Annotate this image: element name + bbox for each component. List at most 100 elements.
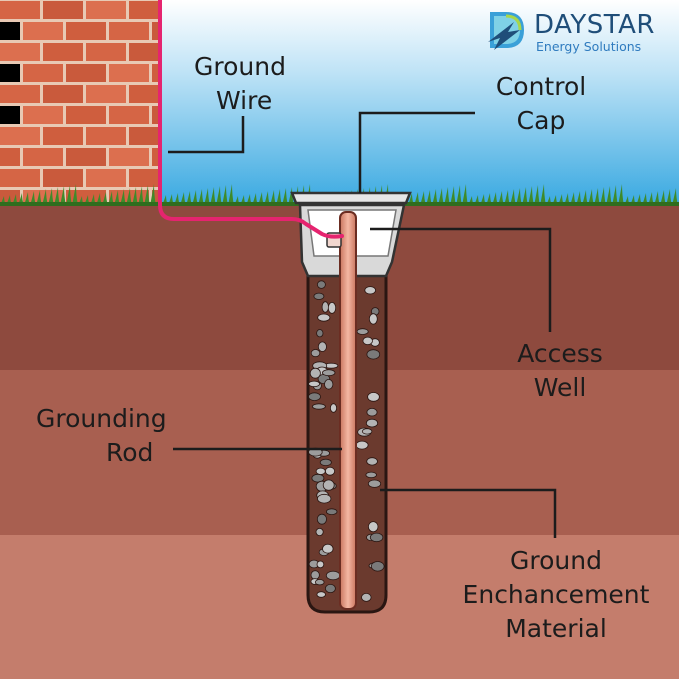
brand-name: DAYSTAR	[534, 10, 655, 40]
brick	[86, 1, 126, 19]
pebble	[324, 466, 335, 476]
pebble	[366, 457, 378, 466]
pebble	[322, 479, 335, 491]
brick	[0, 22, 20, 40]
brick	[0, 1, 40, 19]
brick	[0, 127, 40, 145]
label-control-cap: Control Cap	[495, 72, 587, 135]
pebble	[309, 367, 321, 379]
pebble	[369, 532, 384, 543]
label-access-well: Access Well	[517, 339, 603, 402]
pebble	[314, 579, 325, 586]
brick	[86, 127, 126, 145]
brick	[109, 148, 149, 166]
label-ground-wire: Ground Wire	[194, 52, 286, 115]
label-ground-enhancement-material: Ground Enchancement Material	[462, 546, 650, 643]
pebble	[322, 369, 336, 377]
pebble	[367, 479, 382, 488]
pebble	[310, 349, 321, 358]
brick	[86, 169, 126, 187]
brick	[43, 43, 83, 61]
pebble	[362, 336, 373, 346]
brick	[129, 1, 158, 19]
pebble	[317, 313, 331, 322]
brick	[23, 106, 63, 124]
brick	[0, 106, 20, 124]
brick	[152, 22, 158, 40]
brick	[109, 22, 149, 40]
brick	[152, 148, 158, 166]
pebble	[322, 543, 334, 554]
pebble	[366, 349, 381, 360]
pebble	[324, 584, 336, 594]
pebble	[315, 528, 324, 537]
pebble	[367, 392, 380, 402]
brick	[129, 85, 158, 103]
grounding-rod	[339, 211, 357, 610]
pebble	[316, 560, 325, 569]
pebble	[370, 561, 385, 572]
leader-line-ground-wire	[168, 116, 245, 154]
pebble	[316, 513, 327, 525]
brick	[0, 64, 20, 82]
brand-tagline: Energy Solutions	[536, 39, 642, 54]
pebble	[368, 521, 379, 533]
pebble	[368, 313, 378, 325]
brick	[43, 127, 83, 145]
brick	[66, 64, 106, 82]
pebble	[364, 286, 377, 295]
pebble	[324, 378, 334, 390]
pebble	[361, 593, 372, 602]
pebble	[361, 428, 373, 435]
brick	[66, 22, 106, 40]
pebble	[365, 471, 377, 479]
brick	[43, 85, 83, 103]
brick	[0, 43, 40, 61]
pebble	[311, 473, 325, 483]
brick	[43, 1, 83, 19]
pebble	[316, 280, 326, 289]
pebble	[325, 570, 341, 581]
brick	[0, 169, 40, 187]
enhancement-material-pebbles	[308, 280, 385, 602]
pebble	[326, 508, 338, 516]
pebble	[316, 329, 324, 338]
pebble	[327, 301, 337, 314]
brick	[66, 148, 106, 166]
control-cap	[290, 191, 412, 205]
pebble	[317, 493, 332, 504]
pebble	[310, 570, 320, 580]
pebble	[315, 467, 326, 475]
leader-line-access-well	[370, 227, 552, 332]
brick	[109, 106, 149, 124]
pebble	[365, 418, 379, 428]
brick	[66, 106, 106, 124]
brick	[152, 190, 158, 205]
brick	[0, 148, 20, 166]
pebble	[319, 458, 332, 466]
pebble	[308, 380, 321, 388]
brick	[23, 22, 63, 40]
brick	[86, 85, 126, 103]
brick	[129, 43, 158, 61]
pebble	[356, 328, 369, 335]
ground-wire	[158, 0, 344, 239]
brick	[23, 148, 63, 166]
brick-wall	[0, 0, 160, 205]
pebble	[308, 392, 321, 402]
pebble	[329, 403, 337, 413]
leader-line-ground-enhancement	[380, 488, 557, 538]
pebble	[355, 440, 369, 450]
label-grounding-rod: Grounding Rod	[36, 404, 167, 467]
brick	[129, 169, 158, 187]
brick	[86, 43, 126, 61]
pebble	[316, 591, 326, 598]
brand-logo: DAYSTAR Energy Solutions	[484, 8, 674, 54]
brick	[23, 64, 63, 82]
pebble	[317, 341, 327, 352]
leader-line-control-cap	[358, 111, 475, 193]
brick	[152, 106, 158, 124]
pebble	[366, 408, 378, 417]
